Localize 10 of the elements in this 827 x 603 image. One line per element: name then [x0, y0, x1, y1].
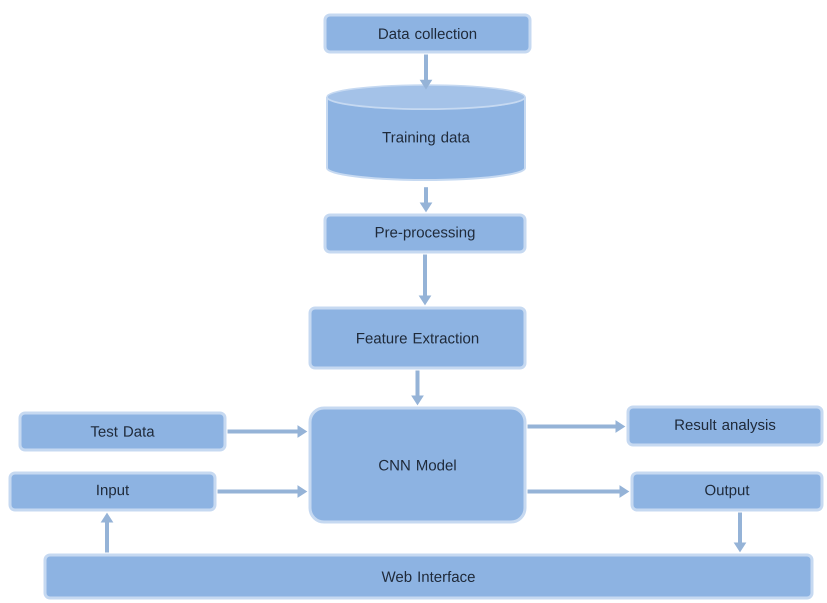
- process-box: CNN Model: [308, 406, 526, 524]
- process-box: Result analysis: [626, 406, 824, 446]
- process-box: Pre-processing: [324, 214, 526, 254]
- process-box: Input: [8, 472, 216, 512]
- database-cylinder: Training data: [326, 84, 526, 181]
- process-box: Test Data: [18, 412, 226, 452]
- process-box: Output: [630, 472, 824, 512]
- process-box: Data collection: [324, 14, 532, 54]
- process-box: Web Interface: [44, 554, 814, 600]
- process-box: Feature Extraction: [308, 306, 526, 370]
